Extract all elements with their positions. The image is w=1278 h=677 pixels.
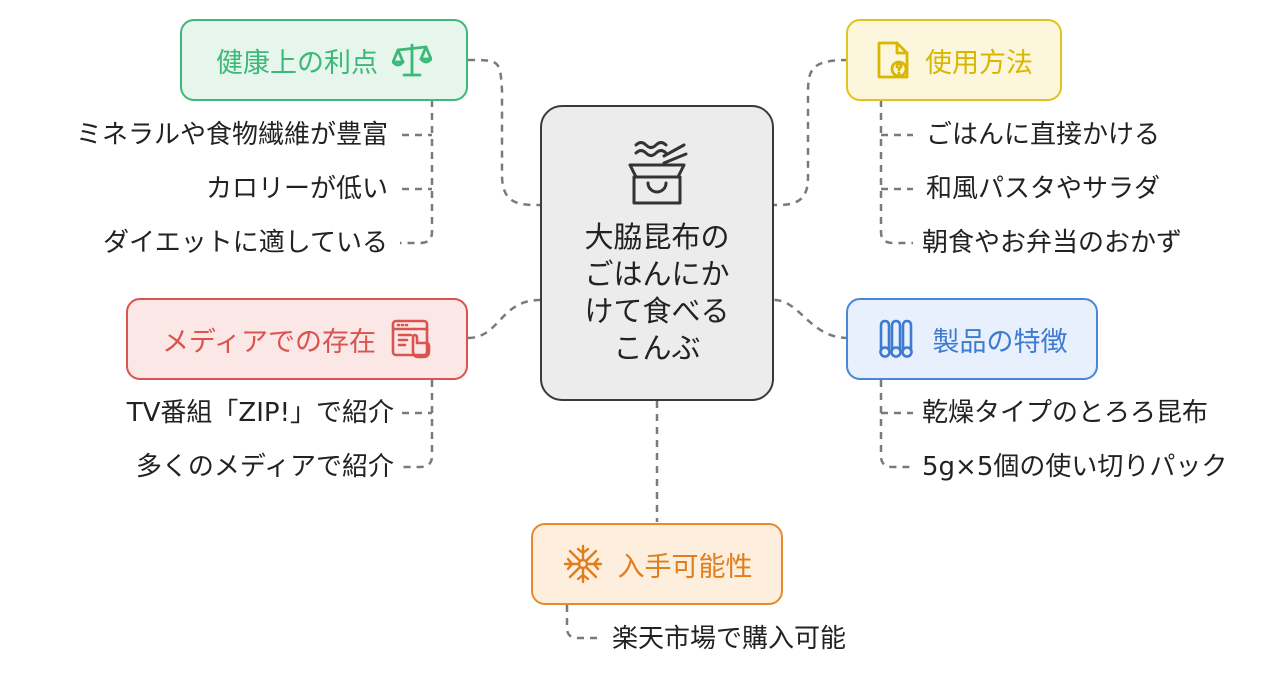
health-item-3: ダイエットに適している: [103, 228, 388, 258]
branch-features-label: 製品の特徴: [932, 326, 1068, 358]
usage-item-2: 和風パスタやサラダ: [926, 174, 1161, 204]
snowflake-burst-icon: [562, 543, 604, 585]
connector-health-items: [400, 100, 434, 245]
branch-availability: 入手可能性: [531, 523, 783, 605]
usage-item-1: ごはんに直接かける: [926, 120, 1161, 150]
connector-usage: [773, 58, 849, 207]
features-item-2: 5g×5個の使い切りパック: [922, 452, 1228, 482]
branch-media-label: メディアでの存在: [161, 326, 377, 358]
connector-usage-items: [879, 100, 913, 245]
balance-scale-icon: [392, 40, 432, 80]
branch-health-label: 健康上の利点: [216, 47, 378, 79]
branch-health-benefits: 健康上の利点: [180, 19, 468, 101]
branch-media: メディアでの存在: [126, 298, 468, 380]
branch-product-features: 製品の特徴: [846, 298, 1098, 380]
connector-media-items: [400, 380, 434, 469]
availability-item-1: 楽天市場で購入可能: [612, 624, 847, 654]
connector-health: [467, 58, 541, 207]
web-click-icon: [390, 318, 432, 360]
usage-item-3: 朝食やお弁当のおかず: [922, 228, 1183, 258]
health-item-1: ミネラルや食物繊維が豊富: [75, 120, 388, 150]
noodle-bowl-icon: [624, 139, 690, 209]
rolls-icon: [877, 318, 919, 360]
central-topic-node: 大脇昆布のごはんにかけて食べるこんぶ: [540, 105, 774, 401]
branch-usage: 使用方法: [846, 19, 1062, 101]
media-item-1: TV番組「ZIP!」で紹介: [126, 398, 394, 428]
features-item-1: 乾燥タイプのとろろ昆布: [922, 398, 1209, 428]
connector-features-items: [879, 380, 913, 469]
branch-usage-label: 使用方法: [925, 47, 1033, 79]
central-topic-title: 大脇昆布のごはんにかけて食べるこんぶ: [584, 220, 730, 365]
branch-availability-label: 入手可能性: [617, 551, 753, 583]
connector-features: [773, 298, 849, 340]
connector-media: [467, 298, 541, 340]
document-question-icon: [875, 40, 911, 80]
connector-availability-items: [565, 605, 598, 640]
health-item-2: カロリーが低い: [205, 174, 388, 204]
media-item-2: 多くのメディアで紹介: [135, 452, 394, 482]
